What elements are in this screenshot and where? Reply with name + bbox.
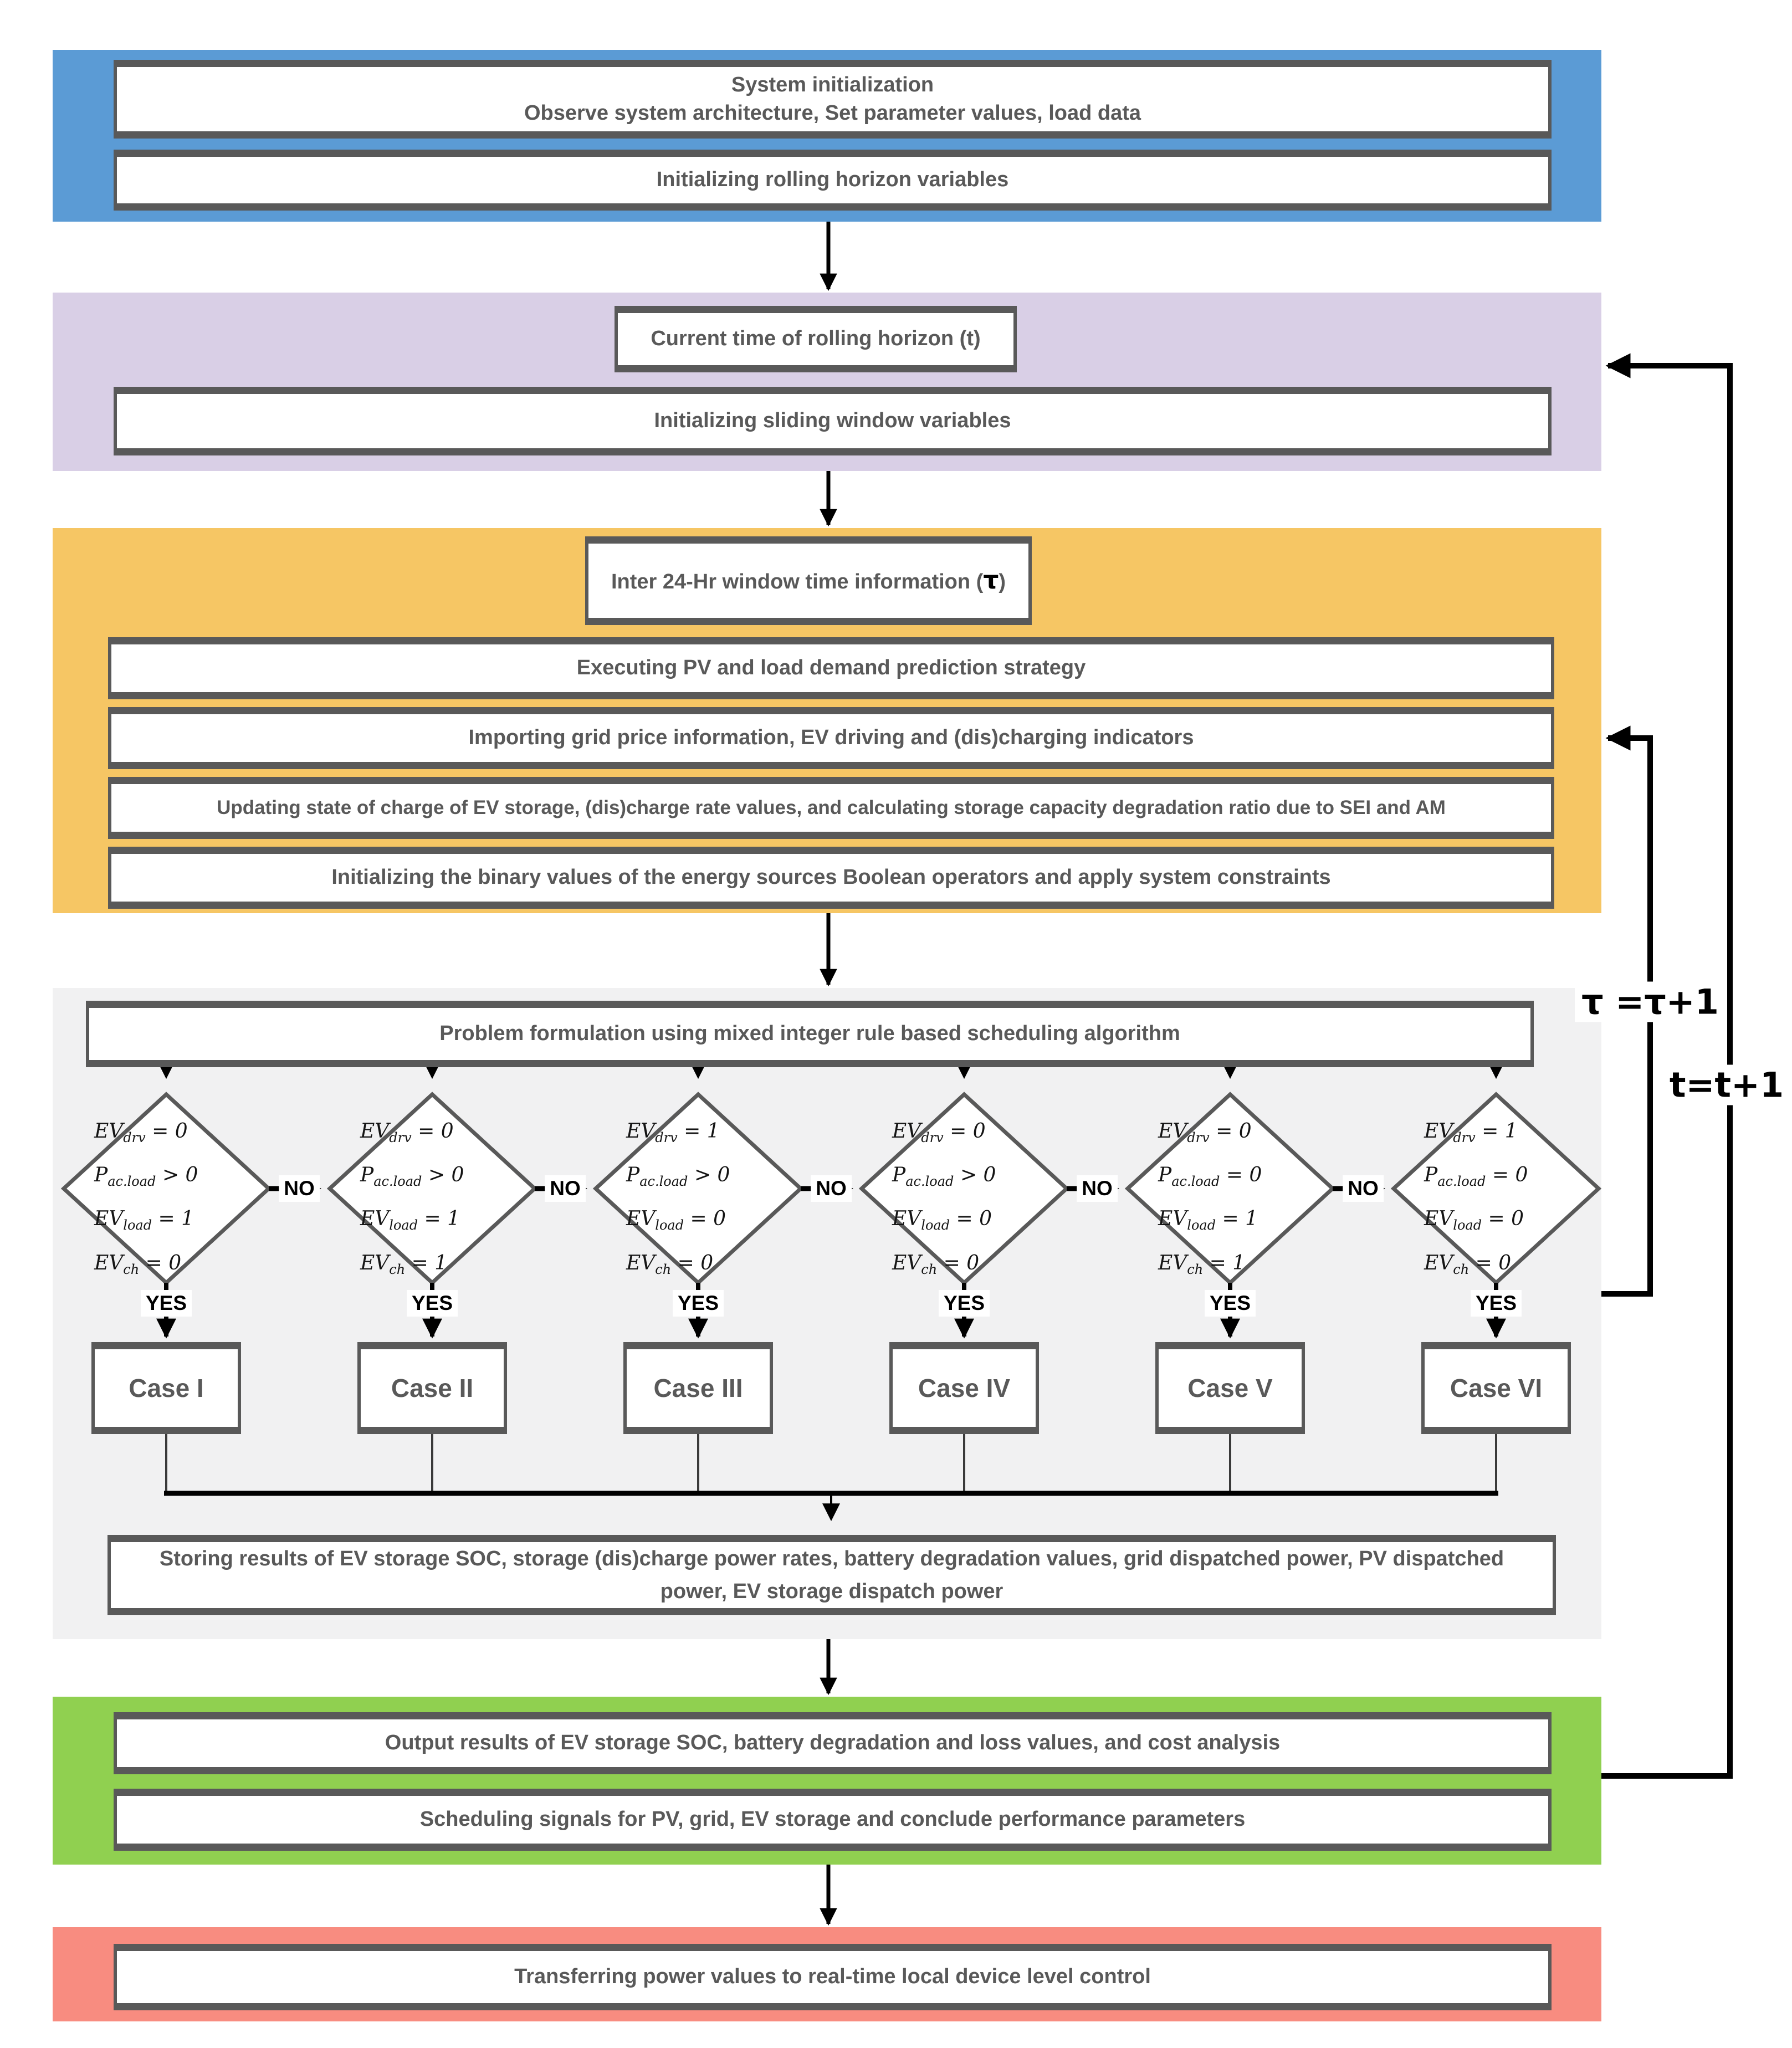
scheduling-signals-box: Scheduling signals for PV, grid, EV stor… (114, 1789, 1552, 1851)
case-box-1: Case I (91, 1342, 241, 1434)
condition-line: EVdrv = 0 (1158, 1120, 1252, 1146)
yes-label-4: YES (938, 1290, 990, 1317)
condition-line: Pac.load = 0 (1424, 1164, 1528, 1190)
inter-window-time-box: Inter 24-Hr window time information (τ) (585, 536, 1032, 625)
yes-label-5: YES (1204, 1290, 1256, 1317)
no-label-3: NO (811, 1175, 852, 1202)
condition-line: EVch = 0 (94, 1251, 182, 1277)
diamond-conditions-3: EVdrv = 1 Pac.load > 0 EVload = 0 EVch = 0 (626, 1113, 781, 1288)
tau-increment-label: τ =τ+1 (1575, 981, 1726, 1022)
condition-line: EVdrv = 0 (94, 1120, 188, 1146)
yes-label-2: YES (406, 1290, 458, 1317)
no-label-2: NO (545, 1175, 586, 1202)
yes-label-1: YES (140, 1290, 192, 1317)
problem-formulation-box: Problem formulation using mixed integer … (86, 1001, 1534, 1067)
case-box-3: Case III (623, 1342, 773, 1434)
case-box-4: Case IV (889, 1342, 1039, 1434)
case-box-5: Case V (1155, 1342, 1305, 1434)
condition-line: EVdrv = 0 (360, 1120, 454, 1146)
yes-label-6: YES (1470, 1290, 1522, 1317)
diamond-conditions-2: EVdrv = 0 Pac.load > 0 EVload = 1 EVch = 1 (360, 1113, 515, 1288)
transfer-power-box: Transferring power values to real-time l… (114, 1944, 1552, 2010)
section-scheduling-algorithm (53, 988, 1601, 1639)
output-results-box: Output results of EV storage SOC, batter… (114, 1712, 1552, 1774)
sliding-window-variables-box: Initializing sliding window variables (114, 387, 1552, 455)
diamond-conditions-4: EVdrv = 0 Pac.load > 0 EVload = 0 EVch = 0 (892, 1113, 1047, 1288)
condition-line: Pac.load > 0 (360, 1164, 464, 1190)
diamond-conditions-6: EVdrv = 1 Pac.load = 0 EVload = 0 EVch = 0 (1424, 1113, 1579, 1288)
case-box-2: Case II (357, 1342, 507, 1434)
no-label-4: NO (1077, 1175, 1118, 1202)
condition-line: Pac.load > 0 (626, 1164, 730, 1190)
system-initialization-title: System initialization (731, 73, 934, 96)
rolling-horizon-variables-box: Initializing rolling horizon variables (114, 150, 1552, 211)
current-time-box: Current time of rolling horizon (t) (615, 306, 1017, 372)
system-initialization-subtitle: Observe system architecture, Set paramet… (524, 101, 1141, 125)
boolean-operators-box: Initializing the binary values of the en… (108, 847, 1554, 909)
no-label-5: NO (1343, 1175, 1384, 1202)
soc-update-box: Updating state of charge of EV storage, … (108, 777, 1554, 839)
diamond-conditions-5: EVdrv = 0 Pac.load = 0 EVload = 1 EVch = 1 (1158, 1113, 1313, 1288)
inter-window-suffix: ) (999, 570, 1006, 594)
condition-line: EVdrv = 1 (1424, 1120, 1518, 1146)
condition-line: EVload = 0 (626, 1207, 726, 1233)
condition-line: EVload = 1 (360, 1207, 460, 1233)
decision-diamond-6 (1390, 1092, 1602, 1286)
condition-line: Pac.load > 0 (892, 1164, 996, 1190)
condition-line: Pac.load > 0 (94, 1164, 198, 1190)
diamond-conditions-1: EVdrv = 0 Pac.load > 0 EVload = 1 EVch = 0 (94, 1113, 249, 1288)
case-box-6: Case VI (1421, 1342, 1571, 1434)
yes-label-3: YES (672, 1290, 724, 1317)
condition-line: EVch = 0 (1424, 1251, 1512, 1277)
condition-line: EVload = 0 (1424, 1207, 1524, 1233)
condition-line: EVdrv = 0 (892, 1120, 986, 1146)
condition-line: EVch = 0 (626, 1251, 714, 1277)
system-initialization-box: System initialization Observe system arc… (114, 60, 1552, 139)
condition-line: EVch = 0 (892, 1251, 980, 1277)
condition-line: Pac.load = 0 (1158, 1164, 1262, 1190)
grid-price-import-box: Importing grid price information, EV dri… (108, 707, 1554, 769)
condition-line: EVload = 1 (1158, 1207, 1258, 1233)
no-label-1: NO (279, 1175, 320, 1202)
storing-results-box: Storing results of EV storage SOC, stora… (107, 1535, 1556, 1615)
condition-line: EVdrv = 1 (626, 1120, 720, 1146)
condition-line: EVload = 1 (94, 1207, 194, 1233)
t-increment-label: t=t+1 (1662, 1064, 1791, 1105)
condition-line: EVch = 1 (360, 1251, 448, 1277)
condition-line: EVload = 0 (892, 1207, 992, 1233)
tau-symbol: τ (983, 566, 999, 595)
condition-line: EVch = 1 (1158, 1251, 1246, 1277)
inter-window-prefix: Inter 24-Hr window time information ( (611, 570, 984, 594)
pv-load-prediction-box: Executing PV and load demand prediction … (108, 637, 1554, 699)
